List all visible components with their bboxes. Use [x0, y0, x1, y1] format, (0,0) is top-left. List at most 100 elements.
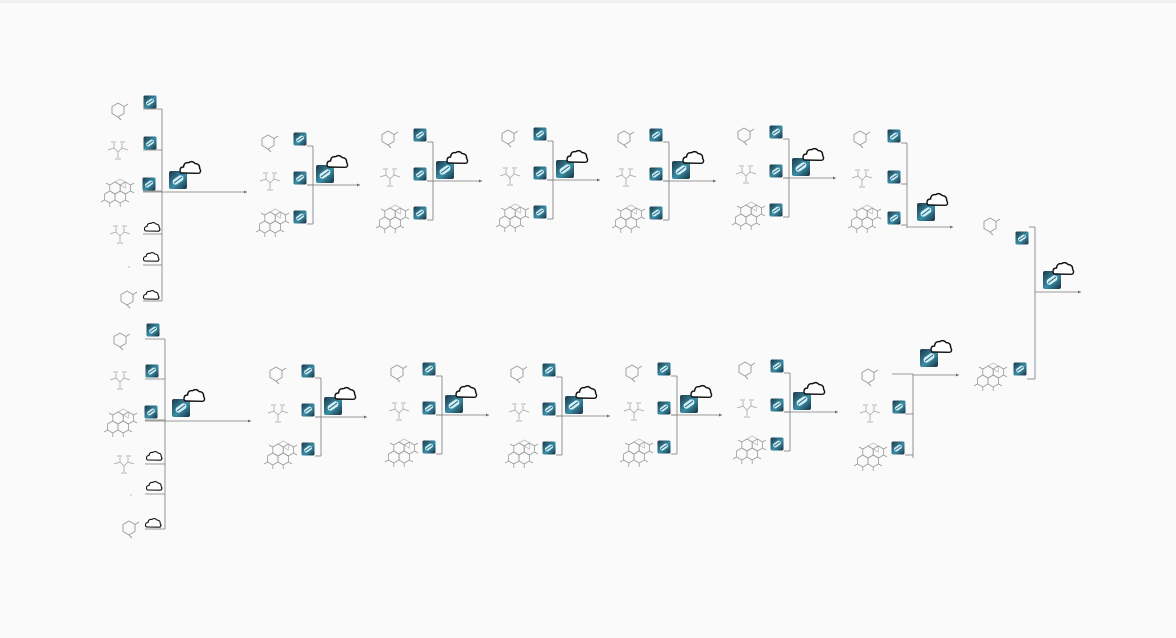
cloud-icon — [803, 381, 826, 395]
molecule-icon — [109, 225, 131, 244]
molecule-icon — [379, 168, 401, 187]
compound-tile-icon — [649, 206, 663, 220]
cloud-icon — [144, 518, 162, 528]
compound-tile-icon — [144, 405, 158, 419]
cloud-icon — [455, 384, 478, 398]
molecule-icon — [735, 165, 757, 184]
compound-tile-icon — [887, 129, 901, 143]
molecule-icon — [736, 399, 758, 418]
compound-tile-icon — [143, 95, 157, 109]
molecule-icon — [615, 168, 637, 187]
compound-tile-icon — [770, 437, 784, 451]
molecule-icon — [120, 290, 138, 309]
compound-tile-icon — [293, 171, 307, 185]
molecule-icon — [111, 102, 129, 121]
compound-tile-icon — [142, 177, 156, 191]
molecule-icon — [501, 129, 519, 148]
molecule-icon — [384, 438, 419, 468]
molecule-icon — [499, 167, 521, 186]
compound-tile-icon — [542, 363, 556, 377]
molecule-icon — [103, 408, 138, 438]
molecule-icon — [267, 404, 289, 423]
compound-tile-icon — [146, 323, 160, 337]
molecule-icon — [738, 361, 756, 380]
compound-tile-icon — [293, 210, 307, 224]
cloud-icon — [930, 339, 953, 353]
molecule-icon — [510, 365, 528, 384]
molecule-icon — [625, 364, 643, 383]
compound-tile-icon — [769, 164, 783, 178]
cloud-icon — [183, 388, 206, 402]
molecule-icon — [375, 204, 410, 234]
compound-tile-icon — [769, 125, 783, 139]
compound-tile-icon — [770, 398, 784, 412]
cloud-icon — [682, 150, 705, 165]
molecule-icon — [737, 127, 755, 146]
compound-tile-icon — [1015, 231, 1029, 245]
compound-tile-icon — [533, 205, 547, 219]
molecule-icon — [107, 141, 129, 160]
compound-tile-icon — [301, 442, 315, 456]
compound-tile-icon — [422, 440, 436, 454]
molecule-icon — [390, 364, 408, 383]
cloud-icon — [145, 481, 163, 491]
compound-tile-icon — [892, 400, 906, 414]
molecule-icon — [255, 208, 290, 238]
compound-tile-icon — [769, 203, 783, 217]
molecule-icon — [381, 130, 399, 149]
cloud-icon — [142, 290, 160, 300]
molecule-icon — [261, 134, 279, 153]
compound-tile-icon — [770, 359, 784, 373]
compound-tile-icon — [413, 206, 427, 220]
molecule-icon — [113, 455, 135, 474]
molecule-icon — [495, 203, 530, 233]
cloud-icon — [926, 192, 949, 207]
cloud-icon — [143, 222, 161, 232]
molecule-icon — [259, 172, 281, 191]
molecule-icon — [973, 362, 1008, 392]
molecule-icon — [623, 402, 645, 421]
compound-tile-icon — [413, 128, 427, 142]
cloud-icon — [566, 149, 589, 164]
molecule-icon — [983, 217, 1001, 236]
compound-tile-icon — [657, 440, 671, 454]
compound-tile-icon — [533, 166, 547, 180]
top-bar — [0, 0, 1176, 3]
molecule-icon — [113, 332, 131, 351]
compound-tile-icon — [657, 362, 671, 376]
compound-tile-icon — [301, 364, 315, 378]
molecule-icon — [859, 404, 881, 423]
molecule-icon — [269, 366, 287, 385]
cloud-icon — [145, 451, 163, 461]
molecule-icon — [861, 368, 879, 387]
cloud-icon — [1052, 261, 1075, 275]
compound-tile-icon — [542, 441, 556, 455]
compound-tile-icon — [422, 401, 436, 415]
compound-tile-icon — [533, 127, 547, 141]
compound-tile-icon — [143, 136, 157, 150]
compound-tile-icon — [145, 364, 159, 378]
molecule-icon — [388, 402, 410, 421]
cloud-icon — [142, 252, 160, 262]
molecule-icon — [611, 204, 646, 234]
compound-tile-icon — [413, 167, 427, 181]
molecule-icon — [851, 169, 873, 188]
molecule-icon — [109, 371, 131, 390]
cloud-icon — [690, 384, 713, 398]
compound-tile-icon — [887, 211, 901, 225]
cloud-icon — [179, 160, 202, 175]
compound-tile-icon — [293, 132, 307, 146]
molecule-icon — [731, 201, 766, 231]
molecule-icon — [122, 520, 140, 539]
molecule-icon — [263, 440, 298, 470]
cloud-icon — [446, 150, 469, 165]
molecule-dot — [128, 266, 130, 268]
compound-tile-icon — [657, 401, 671, 415]
compound-tile-icon — [649, 167, 663, 181]
cloud-icon — [802, 147, 825, 162]
molecule-icon — [508, 403, 530, 422]
molecule-icon — [617, 130, 635, 149]
compound-tile-icon — [422, 362, 436, 376]
compound-tile-icon — [542, 402, 556, 416]
